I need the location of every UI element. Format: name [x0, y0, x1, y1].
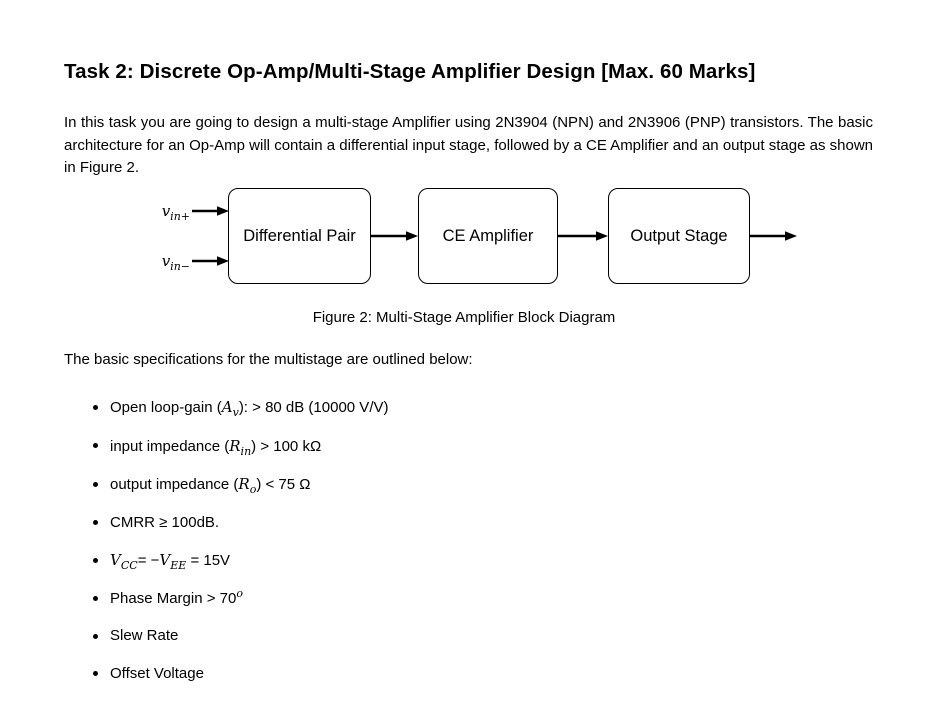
vin-plus-label: vin+ [138, 201, 190, 223]
spec-math: o [236, 586, 243, 600]
differential-pair-label: Differential Pair [243, 226, 356, 245]
vin-minus-sub: in− [170, 260, 190, 273]
spec-item: Slew Rate [92, 625, 388, 647]
output-stage-label: Output Stage [630, 226, 728, 245]
output-arrow-icon [750, 231, 797, 241]
vin-plus-arrow-icon [192, 206, 229, 216]
spec-text: Slew Rate [110, 627, 179, 644]
ce-amplifier-box: CE Amplifier [418, 188, 558, 284]
spec-text: Phase Margin > 70 [110, 589, 237, 607]
spec-text: ) < 75 Ω [256, 476, 311, 493]
vin-plus-sub: in+ [170, 210, 190, 223]
vin-minus-label: vin− [138, 251, 190, 273]
spec-text: ) > 100 kΩ [251, 437, 322, 455]
specs-list: Open loop-gain (Av): > 80 dB (10000 V/V)… [92, 396, 389, 700]
ce-amplifier-label: CE Amplifier [442, 226, 534, 245]
spec-text: CMRR ≥ 100dB. [110, 513, 220, 531]
spec-math: o [249, 483, 257, 496]
spec-item: output impedance (Ro) < 75 Ω [92, 473, 388, 496]
spec-math: V [159, 551, 171, 569]
spec-math: V [110, 551, 121, 569]
vin-minus-arrow-icon [192, 256, 229, 266]
spec-text: ): > 80 dB (10000 V/V) [238, 399, 389, 416]
spec-item: CMRR ≥ 100dB. [92, 512, 388, 534]
arrow-ce-to-output-icon [558, 231, 608, 241]
spec-item: Phase Margin > 70o [92, 586, 388, 610]
arrow-diffpair-to-ce-icon [371, 231, 418, 241]
figure-caption: Figure 2: Multi-Stage Amplifier Block Di… [312, 309, 616, 326]
vin-plus-base: v [161, 202, 171, 220]
spec-math: v [232, 406, 239, 419]
spec-text: output impedance ( [110, 476, 239, 493]
spec-item: Open loop-gain (Av): > 80 dB (10000 V/V) [92, 396, 389, 419]
spec-math: CC [120, 559, 138, 572]
intro-paragraph: In this task you are going to design a m… [64, 114, 873, 176]
spec-item: Offset Voltage [92, 663, 388, 685]
spec-item: VCC= −VEE = 15V [92, 549, 388, 572]
vin-minus-base: v [161, 252, 171, 270]
spec-item: input impedance (Rin) > 100 kΩ [92, 435, 388, 458]
specs-intro: The basic specifications for the multist… [64, 351, 473, 368]
spec-math: R [229, 436, 241, 455]
spec-math: EE [170, 559, 187, 572]
page-title: Task 2: Discrete Op-Amp/Multi-Stage Ampl… [64, 59, 756, 83]
spec-math: in [240, 444, 252, 458]
spec-text: Open loop-gain ( [110, 399, 222, 416]
spec-math: A [221, 398, 233, 416]
spec-text: = − [137, 552, 160, 569]
diagram-arrows [192, 206, 797, 266]
output-stage-box: Output Stage [608, 188, 750, 284]
spec-math: R [238, 475, 250, 493]
spec-text: Offset Voltage [110, 664, 204, 682]
differential-pair-box: Differential Pair [228, 188, 371, 284]
block-diagram: vin+ vin− Differential Pair CE Amplifier… [0, 180, 928, 292]
spec-text: = 15V [186, 552, 231, 569]
spec-text: input impedance ( [110, 437, 230, 455]
